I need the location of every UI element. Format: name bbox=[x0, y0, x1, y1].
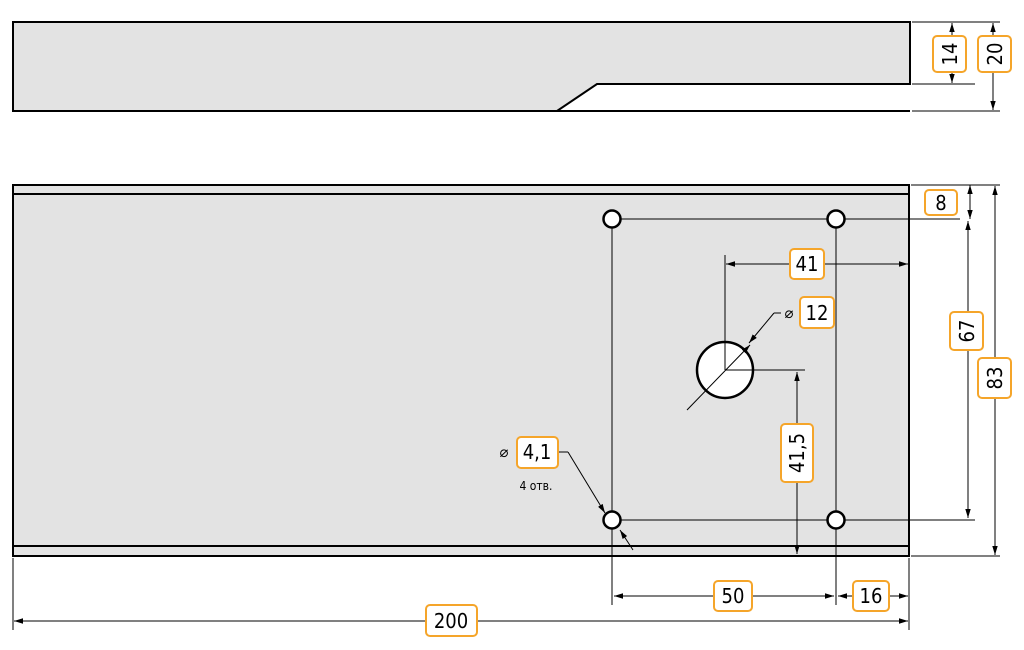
svg-text:⌀: ⌀ bbox=[499, 443, 508, 461]
svg-text:⌀: ⌀ bbox=[784, 304, 793, 322]
svg-text:41,5: 41,5 bbox=[785, 433, 809, 473]
svg-text:16: 16 bbox=[860, 584, 883, 608]
side-view: 14 20 bbox=[12, 21, 1012, 112]
mounting-hole-bottom-left bbox=[602, 510, 622, 530]
dim-label-edge-to-hole-row: 8 bbox=[924, 189, 958, 216]
svg-text:83: 83 bbox=[983, 367, 1007, 390]
svg-text:4,1: 4,1 bbox=[523, 440, 552, 464]
dim-label-hole-row-spacing: 67 bbox=[949, 311, 984, 351]
dim-label-total-height-side: 20 bbox=[977, 35, 1012, 73]
top-view: 8 67 83 41 ⌀ 12 bbox=[12, 184, 1012, 637]
mounting-hole-top-right bbox=[826, 209, 846, 229]
dim-label-center-hole-offset-x: 41 bbox=[789, 248, 825, 280]
svg-text:14: 14 bbox=[938, 43, 962, 66]
svg-text:41: 41 bbox=[796, 252, 819, 276]
small-hole-count-note: 4 отв. bbox=[520, 479, 553, 493]
svg-text:67: 67 bbox=[955, 320, 979, 343]
dim-label-total-height-top: 83 bbox=[977, 357, 1012, 399]
mounting-hole-top-left bbox=[602, 209, 622, 229]
dim-label-small-hole-diameter: 4,1 bbox=[516, 436, 559, 469]
svg-text:50: 50 bbox=[722, 584, 745, 608]
dim-label-hole-column-spacing: 50 bbox=[713, 580, 753, 612]
svg-text:12: 12 bbox=[806, 301, 829, 325]
dim-label-center-hole-diameter: 12 bbox=[799, 296, 835, 329]
dim-label-inner-height: 14 bbox=[932, 35, 967, 73]
dim-label-center-hole-offset-y: 41,5 bbox=[780, 423, 814, 483]
svg-text:20: 20 bbox=[983, 43, 1007, 66]
svg-text:200: 200 bbox=[434, 609, 468, 633]
dim-label-hole-to-edge: 16 bbox=[852, 580, 890, 612]
side-profile bbox=[12, 21, 911, 112]
mounting-hole-bottom-right bbox=[826, 510, 846, 530]
svg-text:8: 8 bbox=[935, 191, 946, 215]
dim-label-total-length: 200 bbox=[425, 604, 478, 637]
